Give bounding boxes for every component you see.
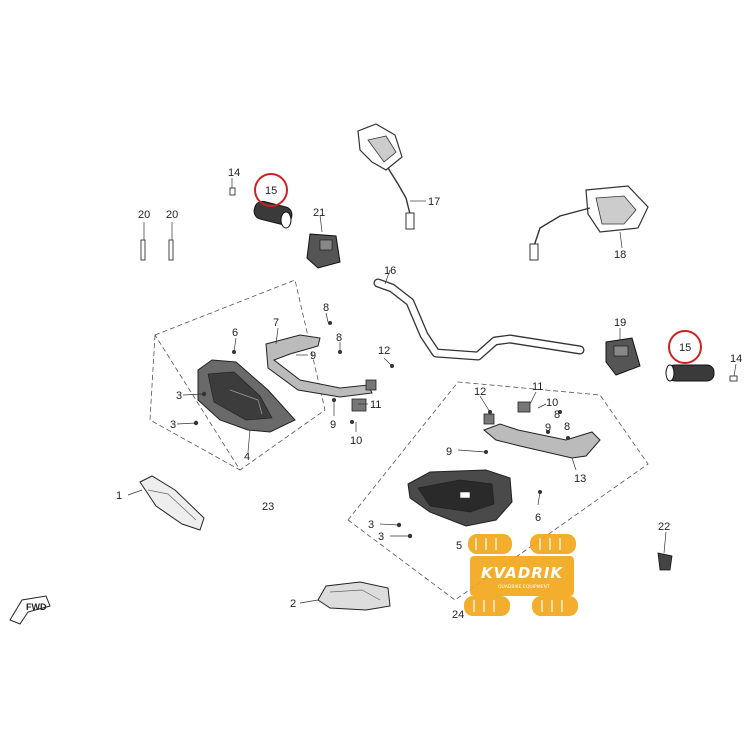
group-outline-23-tail xyxy=(149,334,241,471)
switch-right-part-19 xyxy=(605,337,641,376)
bolt-part-20-b xyxy=(168,239,174,261)
clamp-right-part-11 xyxy=(483,401,531,425)
callout-9-a: 9 xyxy=(310,350,316,362)
leader-lines xyxy=(127,178,737,604)
callout-labels: 14 15 21 20 20 17 16 18 19 15 14 6 7 8 8… xyxy=(116,167,742,621)
callout-14-right: 14 xyxy=(730,353,742,365)
callout-14-left: 14 xyxy=(228,167,240,179)
callout-23: 23 xyxy=(262,501,274,513)
callout-10-left: 10 xyxy=(350,435,362,447)
callout-6-left: 6 xyxy=(232,327,238,339)
callout-12-right: 12 xyxy=(474,386,486,398)
callout-11-left: 11 xyxy=(370,399,381,411)
fwd-arrow: FWD xyxy=(9,595,51,625)
callout-10-right: 10 xyxy=(546,397,558,409)
handlebar-part-16 xyxy=(373,278,585,361)
callout-20-right: 20 xyxy=(166,209,178,221)
callout-3-a: 3 xyxy=(176,390,182,402)
highlight-circle-15-left xyxy=(254,173,288,207)
callout-20-left: 20 xyxy=(138,209,150,221)
callout-3-d: 3 xyxy=(378,531,384,543)
callout-8-b: 8 xyxy=(336,332,342,344)
callout-9-d: 9 xyxy=(545,422,551,434)
cover-part-2 xyxy=(317,581,391,611)
kvadrik-watermark-logo: KVADRIK QUADBIKE EQUIPMENT xyxy=(464,534,578,616)
callout-3-b: 3 xyxy=(170,419,176,431)
mirror-right-part-18 xyxy=(529,185,649,261)
callout-3-c: 3 xyxy=(368,519,374,531)
callout-9-b: 9 xyxy=(330,419,336,431)
handguard-right-part-5 xyxy=(407,469,513,527)
handguard-left-part-4 xyxy=(197,359,296,433)
clip-part-22 xyxy=(657,552,673,571)
callout-19: 19 xyxy=(614,317,626,329)
screw-part-14-right xyxy=(729,375,738,382)
group-outline-23 xyxy=(154,279,326,471)
bracket-left-part-7 xyxy=(265,334,373,398)
callout-8-a: 8 xyxy=(323,302,329,314)
grip-left-part-15 xyxy=(253,200,293,229)
callout-11-right: 11 xyxy=(532,381,543,393)
mirror-left-part-17 xyxy=(357,123,415,230)
callout-8-c: 8 xyxy=(554,409,560,421)
callout-9-c: 9 xyxy=(446,446,452,458)
grip-right-part-15 xyxy=(665,364,715,382)
callout-15-right: 15 xyxy=(679,342,691,354)
callout-1: 1 xyxy=(116,490,122,502)
callout-21: 21 xyxy=(313,207,325,219)
callout-8-d: 8 xyxy=(564,421,570,433)
callout-2: 2 xyxy=(290,598,296,610)
highlight-circle-15-right xyxy=(668,330,702,364)
fwd-label: FWD xyxy=(26,602,47,612)
callout-13: 13 xyxy=(574,473,586,485)
callout-16: 16 xyxy=(384,265,396,277)
bolt-part-20-a xyxy=(140,239,146,261)
callout-17: 17 xyxy=(428,196,440,208)
callout-24: 24 xyxy=(452,609,464,621)
callout-12-left: 12 xyxy=(378,345,390,357)
callout-22: 22 xyxy=(658,521,670,533)
bracket-right-part-13 xyxy=(483,423,601,459)
callout-18: 18 xyxy=(614,249,626,261)
group-outline-24 xyxy=(347,381,649,601)
callout-4: 4 xyxy=(244,451,250,463)
callout-7: 7 xyxy=(273,317,279,329)
cover-part-1 xyxy=(139,475,205,531)
watermark-subtitle: QUADBIKE EQUIPMENT xyxy=(498,584,550,590)
clamp-left-part-11 xyxy=(351,379,377,412)
switch-left-part-21 xyxy=(306,233,341,269)
callout-15-left: 15 xyxy=(265,185,277,197)
screw-part-14-left xyxy=(229,187,236,196)
callout-6-right: 6 xyxy=(535,512,541,524)
watermark-title: KVADRIK xyxy=(481,564,563,582)
callout-5: 5 xyxy=(456,540,462,552)
